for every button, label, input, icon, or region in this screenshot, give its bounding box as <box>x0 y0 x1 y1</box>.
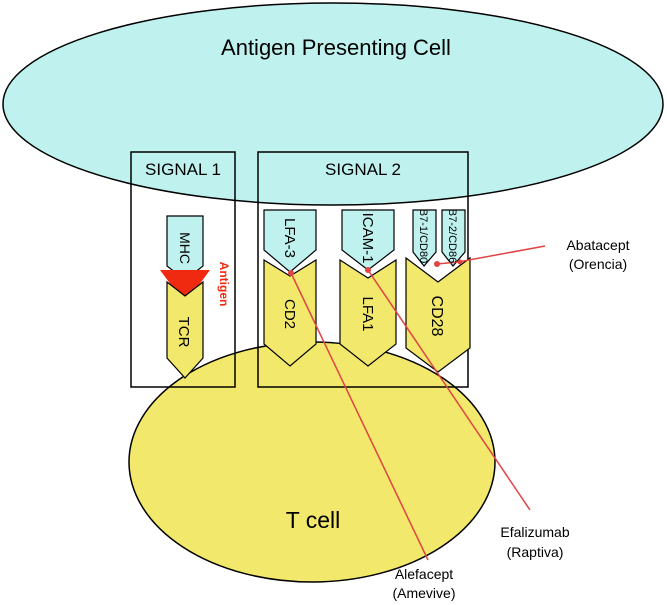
signal2-label: SIGNAL 2 <box>325 160 401 179</box>
abatacept-line-branch <box>436 261 459 265</box>
mhc-label: MHC <box>177 232 193 264</box>
cd2-label: CD2 <box>281 299 298 329</box>
efalizumab-name: Efalizumab <box>500 524 569 540</box>
abatacept-line <box>457 245 546 263</box>
abatacept-brand: (Orencia) <box>569 256 627 272</box>
tcell-label: T cell <box>286 507 341 533</box>
cd2-molecule <box>263 258 317 367</box>
antigen-triangle <box>160 270 210 304</box>
lfa1-molecule <box>339 258 397 367</box>
b7-2-label: B7-2/CD86 <box>446 209 458 263</box>
antigen-label: Antigen <box>217 262 231 307</box>
abatacept-name: Abatacept <box>566 237 629 253</box>
antigen-presenting-cell <box>2 2 664 206</box>
efalizumab-dot <box>365 267 371 273</box>
lfa3-molecule <box>263 209 317 273</box>
b7-1-label: B7-1/CD80 <box>417 209 429 263</box>
alefacept-brand: (Amevive) <box>392 585 455 601</box>
tcr-molecule <box>166 280 204 379</box>
alefacept-dot <box>288 270 294 276</box>
abatacept-dot <box>434 261 440 267</box>
icam1-label: ICAM-1 <box>359 213 376 264</box>
lfa3-label: LFA-3 <box>281 218 298 258</box>
abatacept-dot-2 <box>457 259 463 265</box>
tcr-label: TCR <box>175 317 192 348</box>
cd28-label: CD28 <box>428 296 445 337</box>
b7-2-molecule <box>441 209 466 267</box>
signal1-label: SIGNAL 1 <box>145 160 221 179</box>
apc-label: Antigen Presenting Cell <box>221 35 451 60</box>
lfa1-label: LFA1 <box>359 296 376 331</box>
alefacept-name: Alefacept <box>395 566 453 582</box>
cd28-molecule <box>405 256 471 373</box>
efalizumab-brand: (Raptiva) <box>507 544 564 560</box>
icam1-molecule <box>341 209 395 271</box>
b7-1-molecule <box>412 209 437 267</box>
signal1-box <box>130 151 236 388</box>
efalizumab-line <box>367 269 531 511</box>
alefacept-line <box>290 272 429 561</box>
